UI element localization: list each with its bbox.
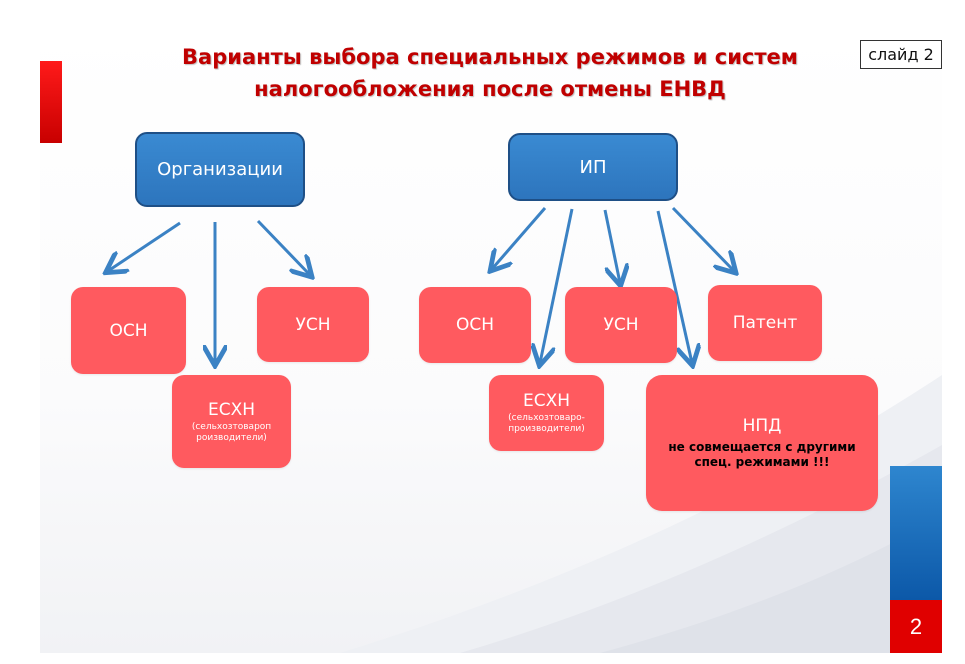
ip-eshn-label: ЕСХН [522, 391, 571, 411]
ip-eshn-sublabel: (сельхозтоваро- производители) [508, 413, 585, 434]
background-swoosh [340, 375, 942, 653]
slide-title: Варианты выбора специальных режимов и си… [140, 41, 840, 105]
ip-npd-box: НПД не совмещается с другими спец. режим… [646, 375, 878, 511]
ip-patent-box: Патент [708, 285, 822, 361]
slide-label: слайд 2 [860, 40, 942, 69]
org-eshn-label: ЕСХН [207, 399, 256, 420]
org-osn-box: ОСН [71, 287, 186, 374]
org-osn-label: ОСН [109, 320, 148, 341]
organizations-box: Организации [135, 132, 305, 207]
red-accent-bar [40, 61, 62, 143]
ip-usn-box: УСН [565, 287, 677, 363]
blue-accent-strip [890, 466, 942, 600]
slide: Варианты выбора специальных режимов и си… [40, 25, 942, 653]
ip-usn-label: УСН [603, 315, 639, 335]
title-line-2: налогообложения после отмены ЕНВД [254, 77, 726, 101]
ip-npd-label: НПД [742, 416, 782, 436]
ip-patent-label: Патент [732, 313, 798, 333]
org-usn-box: УСН [257, 287, 369, 362]
org-eshn-sublabel: (сельхозтовароп роизводители) [191, 421, 272, 443]
organizations-label: Организации [157, 159, 283, 180]
page-number: 2 [890, 600, 942, 653]
org-usn-label: УСН [295, 314, 331, 335]
org-eshn-box: ЕСХН (сельхозтовароп роизводители) [172, 375, 291, 468]
ip-eshn-box: ЕСХН (сельхозтоваро- производители) [489, 375, 604, 451]
title-line-1: Варианты выбора специальных режимов и си… [182, 45, 798, 69]
ip-npd-note: не совмещается с другими спец. режимами … [668, 440, 856, 469]
ip-box: ИП [508, 133, 678, 201]
ip-osn-label: ОСН [455, 315, 495, 335]
ip-osn-box: ОСН [419, 287, 531, 363]
ip-label: ИП [579, 156, 607, 178]
